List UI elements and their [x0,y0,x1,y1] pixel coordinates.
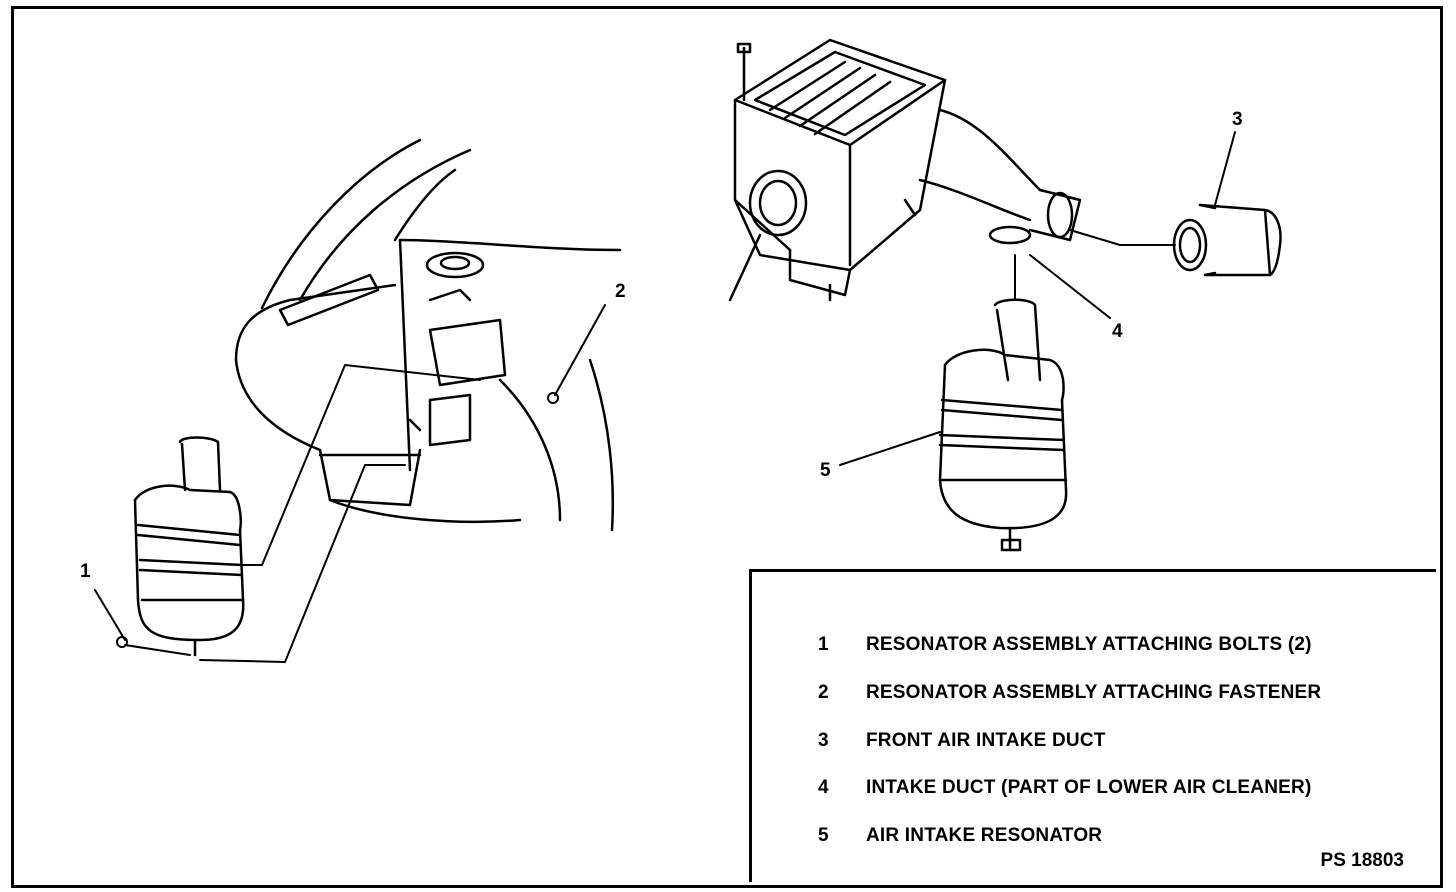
callout-2: 2 [615,281,626,302]
legend-number: 3 [818,730,829,751]
legend-number: 1 [818,634,829,655]
air-intake-resonator-illustration [938,298,1068,552]
vehicle-body-illustration [234,138,622,532]
diagram-frame [11,6,1443,888]
legend-description: INTAKE DUCT (PART OF LOWER AIR CLEANER) [866,777,1312,798]
legend-row: 3 FRONT AIR INTAKE DUCT [752,730,1436,754]
callout-5: 5 [820,460,831,481]
callout-3: 3 [1232,109,1243,130]
legend-number: 5 [818,825,829,846]
bolt-icon [116,636,128,648]
installed-resonator-illustration [133,436,245,657]
air-cleaner-illustration [728,38,1082,302]
legend-description: AIR INTAKE RESONATOR [866,825,1103,846]
legend-row: 4 INTAKE DUCT (PART OF LOWER AIR CLEANER… [752,777,1436,801]
legend-row: 2 RESONATOR ASSEMBLY ATTACHING FASTENER [752,682,1436,706]
legend-description: RESONATOR ASSEMBLY ATTACHING BOLTS (2) [866,634,1312,655]
parts-legend: 1 RESONATOR ASSEMBLY ATTACHING BOLTS (2)… [749,569,1436,882]
callout-1: 1 [80,561,91,582]
callout-4: 4 [1112,321,1123,342]
legend-number: 2 [818,682,829,703]
leader-lines-right [839,131,1236,466]
figure-code: PS 18803 [1320,850,1404,871]
legend-description: FRONT AIR INTAKE DUCT [866,730,1106,751]
legend-row: 1 RESONATOR ASSEMBLY ATTACHING BOLTS (2) [752,634,1436,658]
fastener-icon [547,392,559,404]
front-air-intake-duct-illustration [1172,203,1282,277]
leader-lines-left [94,304,606,663]
legend-number: 4 [818,777,829,798]
legend-description: RESONATOR ASSEMBLY ATTACHING FASTENER [866,682,1322,703]
legend-row: 5 AIR INTAKE RESONATOR [752,825,1436,849]
